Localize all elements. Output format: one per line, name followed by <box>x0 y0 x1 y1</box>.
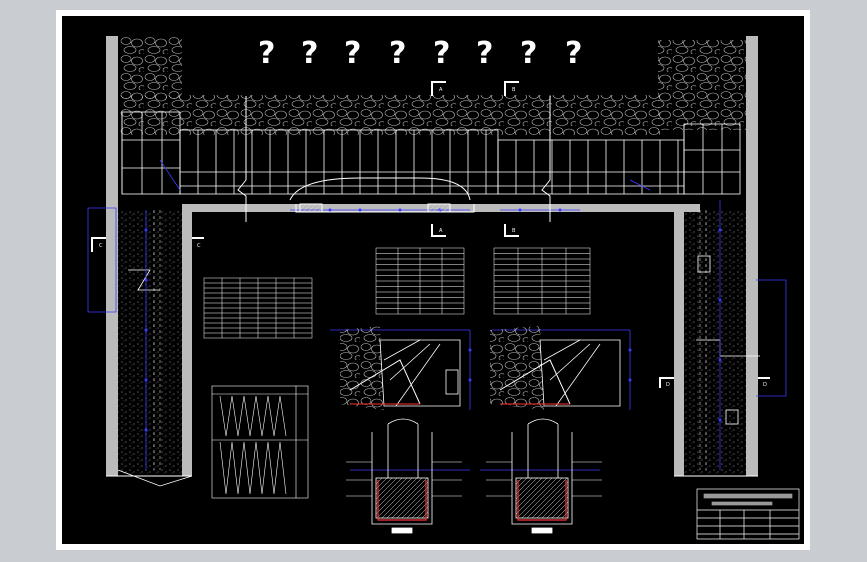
quantity-table-2 <box>493 247 591 315</box>
title-block <box>696 488 800 540</box>
section-label: A <box>439 87 443 93</box>
question-mark: ? <box>476 36 493 71</box>
section-label: B <box>512 87 516 93</box>
rock-fill-right <box>658 40 746 130</box>
rock-fill-left <box>120 36 182 100</box>
section-label: C <box>99 243 103 249</box>
question-mark: ? <box>433 36 450 71</box>
quantity-table-1 <box>375 247 465 315</box>
right-shaft <box>674 36 760 477</box>
question-mark: ? <box>258 36 275 71</box>
left-shaft <box>106 36 700 487</box>
section-view-2 <box>490 326 621 410</box>
detail-view-1 <box>346 418 462 534</box>
dimension-ticks <box>144 208 722 432</box>
question-mark: ? <box>301 36 318 71</box>
block-wall <box>121 111 741 195</box>
section-label: C <box>197 243 201 249</box>
section-label: D <box>763 382 767 388</box>
question-marks: ? ? ? ? ? ? ? ? <box>258 36 582 71</box>
tunnel-arch <box>237 96 551 222</box>
question-mark: ? <box>344 36 361 71</box>
section-label: B <box>512 228 516 234</box>
material-table <box>203 277 313 339</box>
question-mark: ? <box>389 36 406 71</box>
question-mark: ? <box>565 36 582 71</box>
section-label: D <box>666 382 670 388</box>
reinforcement-table <box>211 385 309 499</box>
dimension-lines <box>87 159 787 471</box>
section-view-1 <box>340 326 461 410</box>
question-mark: ? <box>520 36 537 71</box>
detail-view-2 <box>486 418 602 534</box>
section-label: A <box>439 228 443 234</box>
rock-fill-band <box>120 95 660 135</box>
